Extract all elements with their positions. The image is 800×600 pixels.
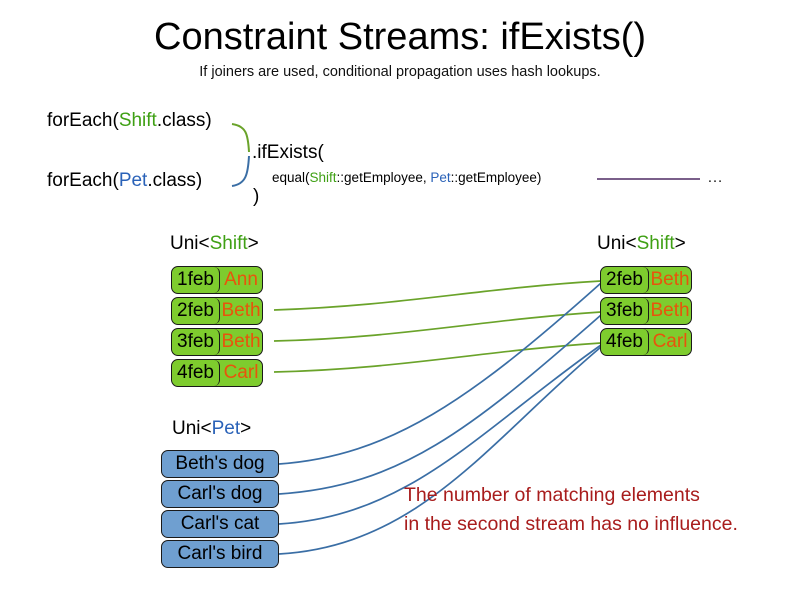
left-pet-card[interactable]: Carl's bird bbox=[161, 540, 279, 568]
left-pet-card[interactable]: Beth's dog bbox=[161, 450, 279, 478]
card-text: Carl's dog bbox=[177, 483, 263, 504]
left-shift-card[interactable]: 2feb Beth bbox=[171, 297, 263, 325]
wire-shift-2feb bbox=[273, 280, 602, 311]
card-date: 4feb bbox=[601, 329, 649, 355]
left-pet-label-type: Pet bbox=[211, 418, 241, 439]
card-date: 3feb bbox=[172, 329, 220, 355]
card-date: 2feb bbox=[601, 267, 649, 293]
brace-curve-shift bbox=[231, 123, 250, 153]
code-class-pet: Pet bbox=[118, 170, 148, 191]
wire-pet-beths-dog bbox=[278, 282, 602, 465]
right-shift-label-type: Shift bbox=[636, 233, 675, 254]
code-ifexists: .ifExists( bbox=[252, 142, 324, 163]
card-date: 2feb bbox=[172, 298, 220, 324]
card-text: Beth's dog bbox=[175, 453, 265, 474]
code-joiner-right-method: ::getEmployee) bbox=[450, 170, 542, 185]
left-shift-card[interactable]: 1feb Ann bbox=[171, 266, 263, 294]
code-foreach-pet: forEach(Pet.class) bbox=[47, 170, 202, 192]
card-date: 1feb bbox=[172, 267, 220, 293]
left-pet-card[interactable]: Carl's cat bbox=[161, 510, 279, 538]
left-pet-label-suffix: > bbox=[240, 418, 252, 439]
card-name: Beth bbox=[221, 300, 261, 321]
card-name: Ann bbox=[224, 269, 258, 290]
code-foreach-shift-suffix: .class) bbox=[156, 110, 212, 131]
wire-shift-4feb bbox=[273, 342, 602, 373]
left-pet-card[interactable]: Carl's dog bbox=[161, 480, 279, 508]
card-name: Beth bbox=[650, 269, 690, 290]
page-title: Constraint Streams: ifExists() bbox=[154, 16, 646, 58]
stream-label-right-shift: Uni<Shift> bbox=[597, 233, 686, 255]
wire-pet-carls-dog bbox=[278, 314, 602, 495]
card-name: Beth bbox=[221, 331, 261, 352]
code-foreach-shift: forEach(Shift.class) bbox=[47, 110, 212, 132]
card-text: Carl's bird bbox=[177, 543, 263, 564]
code-joiner-right-class: Pet bbox=[430, 170, 451, 185]
code-foreach-shift-prefix: forEach( bbox=[47, 110, 119, 131]
code-class-shift: Shift bbox=[118, 110, 157, 131]
wire-shift-3feb bbox=[273, 311, 602, 342]
stream-label-left-shift: Uni<Shift> bbox=[170, 233, 259, 255]
code-joiner-prefix: equal( bbox=[272, 170, 310, 185]
left-shift-label-suffix: > bbox=[247, 233, 259, 254]
right-shift-label-suffix: > bbox=[674, 233, 686, 254]
left-pet-label-prefix: Uni< bbox=[172, 418, 212, 439]
annotation-line-2: in the second stream has no influence. bbox=[404, 513, 738, 535]
code-joiner-equal: equal(Shift::getEmployee, Pet::getEmploy… bbox=[272, 170, 541, 185]
annotation-line-1: The number of matching elements bbox=[404, 484, 700, 506]
card-text: Carl's cat bbox=[180, 513, 260, 534]
right-shift-label-prefix: Uni< bbox=[597, 233, 637, 254]
left-shift-label-prefix: Uni< bbox=[170, 233, 210, 254]
code-close-paren: ) bbox=[253, 186, 260, 207]
page-subtitle: If joiners are used, conditional propaga… bbox=[199, 64, 601, 80]
brace-curve-pet bbox=[231, 155, 250, 187]
code-joiner-left-class: Shift bbox=[309, 170, 337, 185]
left-shift-label-type: Shift bbox=[209, 233, 248, 254]
card-date: 4feb bbox=[172, 360, 220, 386]
card-name: Beth bbox=[650, 300, 690, 321]
right-shift-card[interactable]: 2feb Beth bbox=[600, 266, 692, 294]
left-shift-card[interactable]: 3feb Beth bbox=[171, 328, 263, 356]
card-name: Carl bbox=[652, 331, 688, 352]
right-shift-card[interactable]: 4feb Carl bbox=[600, 328, 692, 356]
card-date: 3feb bbox=[601, 298, 649, 324]
code-foreach-pet-prefix: forEach( bbox=[47, 170, 119, 191]
left-shift-card[interactable]: 4feb Carl bbox=[171, 359, 263, 387]
code-foreach-pet-suffix: .class) bbox=[147, 170, 203, 191]
card-name: Carl bbox=[223, 362, 259, 383]
code-joiner-left-method: ::getEmployee, bbox=[336, 170, 431, 185]
stream-label-left-pet: Uni<Pet> bbox=[172, 418, 251, 440]
annotation-note: The number of matching elements in the s… bbox=[404, 481, 738, 539]
right-shift-card[interactable]: 3feb Beth bbox=[600, 297, 692, 325]
code-continuation-ellipsis: … bbox=[707, 169, 723, 186]
